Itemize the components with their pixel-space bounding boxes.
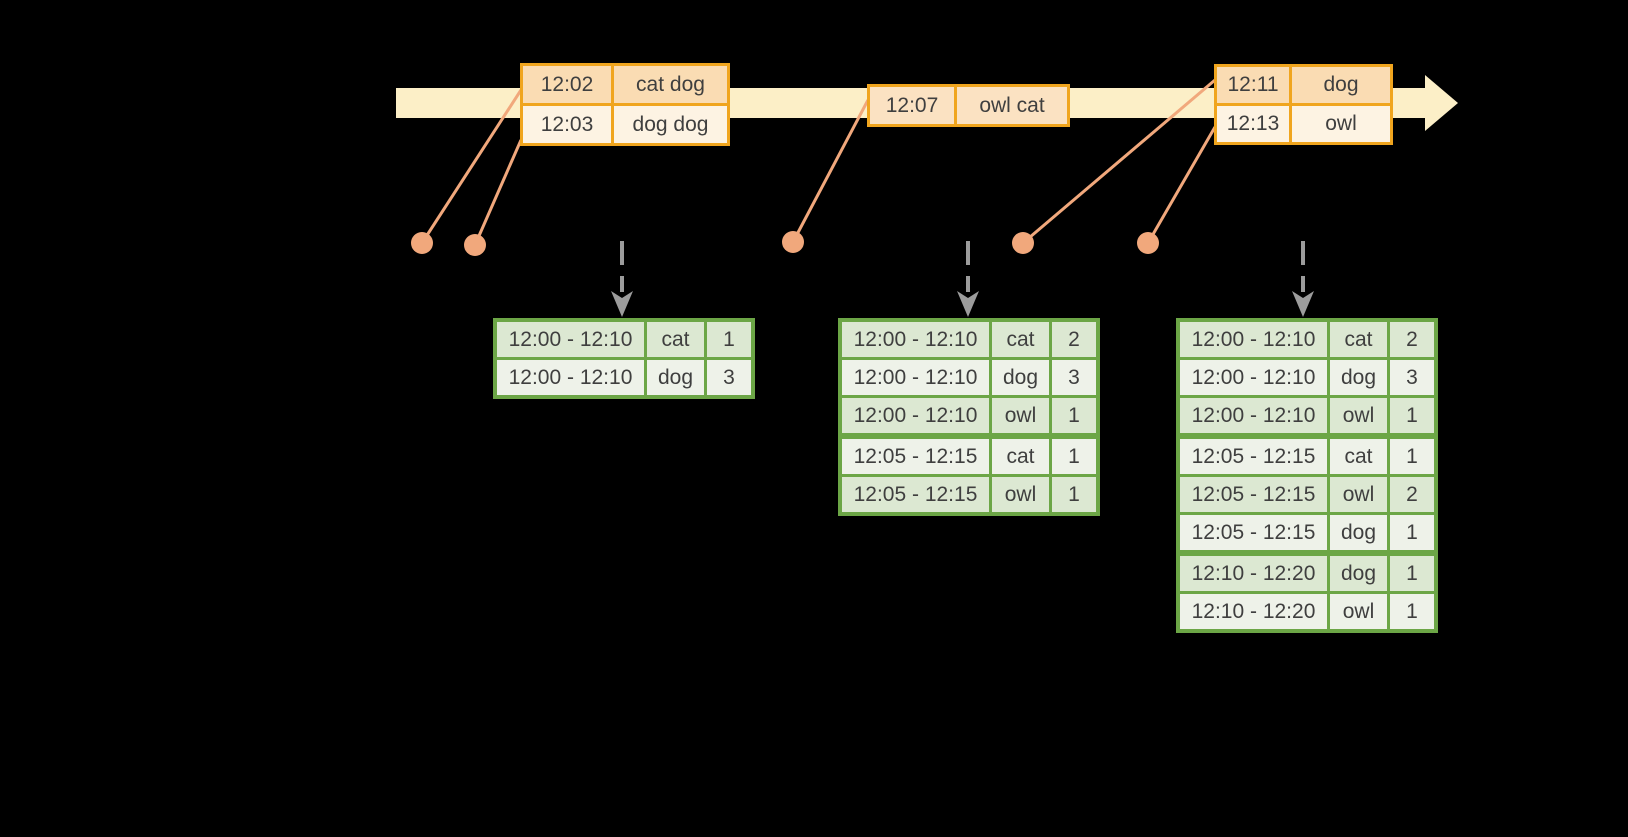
count-cell: 1 xyxy=(1390,594,1434,629)
count-cell: 1 xyxy=(1390,556,1434,591)
count-cell: 1 xyxy=(1390,439,1434,474)
event-time-cell: 12:03 xyxy=(523,106,611,143)
window-cell: 12:00 - 12:10 xyxy=(842,360,989,395)
word-cell: owl xyxy=(1330,477,1387,512)
window-cell: 12:00 - 12:10 xyxy=(842,322,989,357)
event-time-cell: 12:07 xyxy=(870,87,954,124)
trigger-arrow-head-icon xyxy=(611,291,633,317)
word-cell: owl xyxy=(992,477,1049,512)
event-words-cell: owl xyxy=(1292,106,1390,142)
event-dot xyxy=(1012,232,1034,254)
window-cell: 12:05 - 12:15 xyxy=(842,477,989,512)
window-cell: 12:05 - 12:15 xyxy=(842,439,989,474)
word-cell: cat xyxy=(992,322,1049,357)
event-dot xyxy=(782,231,804,253)
event-time-cell: 12:02 xyxy=(523,66,611,103)
count-cell: 3 xyxy=(707,360,751,395)
word-cell: dog xyxy=(1330,360,1387,395)
event-time-cell: 12:11 xyxy=(1217,67,1289,103)
window-cell: 12:05 - 12:15 xyxy=(1180,477,1327,512)
word-cell: dog xyxy=(1330,515,1387,550)
count-cell: 2 xyxy=(1390,322,1434,357)
word-cell: dog xyxy=(1330,556,1387,591)
window-cell: 12:10 - 12:20 xyxy=(1180,594,1327,629)
count-cell: 3 xyxy=(1390,360,1434,395)
window-cell: 12:05 - 12:15 xyxy=(1180,515,1327,550)
count-cell: 3 xyxy=(1052,360,1096,395)
event-dot xyxy=(464,234,486,256)
trigger-arrow-head-icon xyxy=(1292,291,1314,317)
timeline-arrowhead-icon xyxy=(1425,75,1458,131)
event-words-cell: cat dog xyxy=(614,66,727,103)
word-cell: cat xyxy=(1330,322,1387,357)
window-cell: 12:00 - 12:10 xyxy=(1180,322,1327,357)
count-cell: 1 xyxy=(707,322,751,357)
event-words-cell: dog xyxy=(1292,67,1390,103)
connector-line xyxy=(791,99,870,243)
count-cell: 1 xyxy=(1052,439,1096,474)
count-cell: 1 xyxy=(1052,398,1096,433)
connector-line xyxy=(1146,126,1217,244)
word-cell: dog xyxy=(647,360,704,395)
event-dot xyxy=(1137,232,1159,254)
window-cell: 12:00 - 12:10 xyxy=(497,322,644,357)
window-cell: 12:05 - 12:15 xyxy=(1180,439,1327,474)
word-cell: owl xyxy=(992,398,1049,433)
window-cell: 12:10 - 12:20 xyxy=(1180,556,1327,591)
window-cell: 12:00 - 12:10 xyxy=(1180,360,1327,395)
word-cell: cat xyxy=(1330,439,1387,474)
event-time-cell: 12:13 xyxy=(1217,106,1289,142)
connector-line xyxy=(473,139,523,246)
count-cell: 1 xyxy=(1390,398,1434,433)
word-cell: cat xyxy=(992,439,1049,474)
word-cell: owl xyxy=(1330,398,1387,433)
window-cell: 12:00 - 12:10 xyxy=(1180,398,1327,433)
count-cell: 2 xyxy=(1052,322,1096,357)
count-cell: 1 xyxy=(1052,477,1096,512)
trigger-arrow-head-icon xyxy=(957,291,979,317)
word-cell: dog xyxy=(992,360,1049,395)
event-words-cell: owl cat xyxy=(957,87,1067,124)
event-dot xyxy=(411,232,433,254)
window-cell: 12:00 - 12:10 xyxy=(497,360,644,395)
word-cell: cat xyxy=(647,322,704,357)
count-cell: 1 xyxy=(1390,515,1434,550)
word-cell: owl xyxy=(1330,594,1387,629)
count-cell: 2 xyxy=(1390,477,1434,512)
window-cell: 12:00 - 12:10 xyxy=(842,398,989,433)
event-words-cell: dog dog xyxy=(614,106,727,143)
